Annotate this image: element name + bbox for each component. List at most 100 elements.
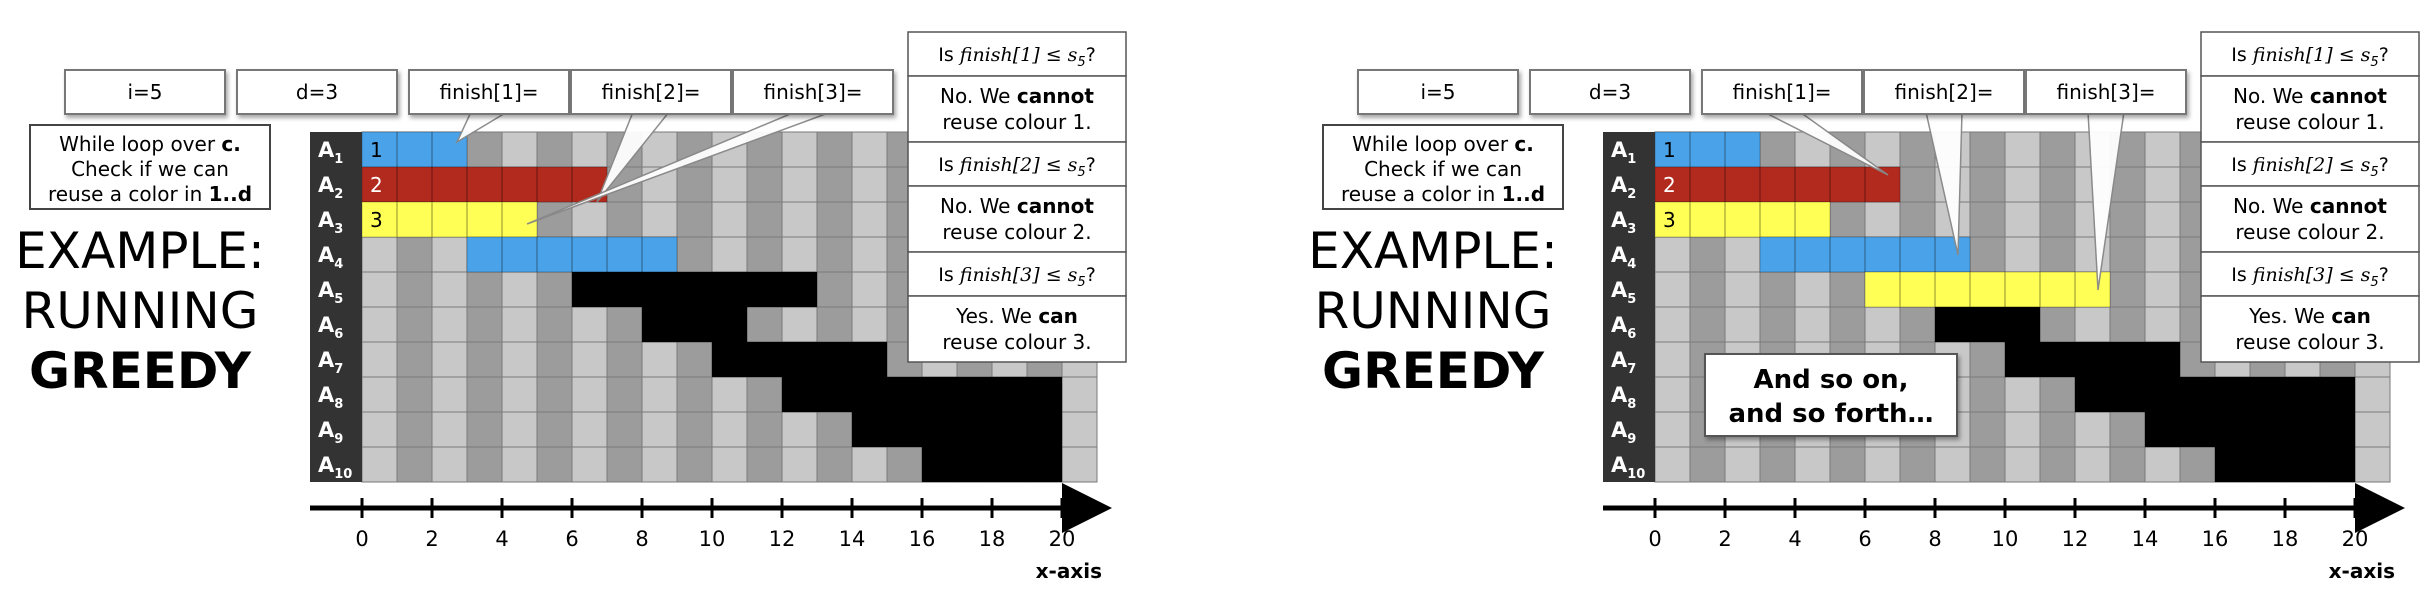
row-label-a6: A6	[1611, 313, 1636, 342]
bar-color-label: 1	[370, 138, 383, 162]
grid-cell	[1829, 201, 1866, 238]
grid-cell	[851, 271, 888, 308]
check-question-2: Is finish[2] ≤ s5?	[2231, 154, 2389, 180]
grid-cell	[396, 236, 433, 273]
and-so-on-callout: And so on,and so forth…	[1704, 353, 1958, 437]
bar-cell-outline	[1759, 236, 1796, 273]
grid-cell	[1654, 411, 1691, 448]
title-line-3: GREEDY	[29, 342, 252, 400]
bar-color-label: 3	[370, 208, 383, 232]
bar-cell-outline	[2074, 376, 2111, 413]
grid-cell	[571, 201, 608, 238]
grid-cell	[501, 131, 538, 168]
grid-cell	[2039, 446, 2076, 483]
grid-cell	[641, 411, 678, 448]
note-line-3: reuse a color in 1..d	[48, 182, 252, 206]
grid-cell	[641, 341, 678, 378]
grid-cell	[396, 306, 433, 343]
bar-cell-outline	[2214, 446, 2251, 483]
grid-cell	[606, 376, 643, 413]
grid-cell	[1654, 236, 1691, 273]
grid-cell	[606, 341, 643, 378]
bar-cell-outline	[746, 341, 783, 378]
bar-color-label: 2	[1663, 173, 1676, 197]
grid-cell	[711, 446, 748, 483]
grid-cell	[641, 446, 678, 483]
grid-cell	[851, 236, 888, 273]
bar-color-label: 1	[1663, 138, 1676, 162]
bar-cell-outline	[1864, 271, 1901, 308]
bar-cell-outline	[676, 306, 713, 343]
grid-cell	[501, 271, 538, 308]
grid-cell	[536, 341, 573, 378]
grid-cell	[501, 306, 538, 343]
grid-cell	[2004, 236, 2041, 273]
grid-cell	[1829, 271, 1866, 308]
row-label-a10: A10	[1611, 453, 1645, 482]
grid-cell	[431, 341, 468, 378]
grid-cell	[851, 306, 888, 343]
grid-cell	[361, 341, 398, 378]
bar-cell-outline	[1899, 271, 1936, 308]
check-question-box	[2200, 251, 2420, 297]
check-answer-box	[2200, 295, 2420, 363]
grid-cell	[1864, 201, 1901, 238]
interval-bar-a5	[572, 272, 817, 307]
grid-cell	[501, 411, 538, 448]
note-line-1: While loop over c.	[59, 132, 241, 156]
grid-cell	[1829, 306, 1866, 343]
check-answer-1-line-1: No. We cannot	[2233, 84, 2387, 108]
grid-cell	[746, 236, 783, 273]
grid-cell	[816, 271, 853, 308]
bar-cell-outline	[1969, 306, 2006, 343]
grid-cell	[431, 236, 468, 273]
state-box-5	[2025, 69, 2187, 115]
grid-cell	[781, 306, 818, 343]
bar-cell-outline	[2074, 271, 2111, 308]
grid-cell	[571, 341, 608, 378]
grid-cell	[2039, 411, 2076, 448]
interval-bar-a3	[1655, 202, 1830, 237]
state-box-4	[570, 69, 732, 115]
bar-cell-outline	[1829, 166, 1866, 203]
x-tick-label: 0	[1648, 527, 1661, 551]
grid-cell	[2109, 411, 2146, 448]
grid-cell	[536, 306, 573, 343]
row-label-a7: A7	[318, 348, 343, 377]
x-tick-label: 2	[1718, 527, 1731, 551]
interval-bar-a1	[1655, 132, 1760, 167]
state-box-label: finish[1]=	[439, 80, 538, 104]
bar-cell-outline	[1829, 236, 1866, 273]
callout-line-1: And so on,	[1754, 365, 1909, 395]
grid-cell	[536, 446, 573, 483]
grid-cell	[781, 446, 818, 483]
grid-cell	[711, 236, 748, 273]
grid-cell	[571, 306, 608, 343]
grid-cell	[1724, 236, 1761, 273]
title-line-1: EXAMPLE:	[1308, 222, 1558, 280]
grid-cell	[1969, 166, 2006, 203]
grid-cell	[1724, 271, 1761, 308]
row-label-a6: A6	[318, 313, 343, 342]
grid-cell	[501, 376, 538, 413]
title-line-3: GREEDY	[1322, 342, 1545, 400]
grid-cell	[851, 166, 888, 203]
bar-cell-outline	[2319, 446, 2356, 483]
bar-cell-outline	[2284, 446, 2321, 483]
grid-cell	[2109, 201, 2146, 238]
interval-bar-a1	[362, 132, 467, 167]
x-tick-label: 16	[909, 527, 936, 551]
grid-cell	[2109, 236, 2146, 273]
state-box-label: finish[2]=	[601, 80, 700, 104]
check-answer-3-line-2: reuse colour 3.	[2235, 330, 2384, 354]
state-box-label: finish[3]=	[763, 80, 862, 104]
bar-cell-outline	[956, 446, 993, 483]
bar-cell-outline	[2109, 376, 2146, 413]
grid-cell	[711, 411, 748, 448]
